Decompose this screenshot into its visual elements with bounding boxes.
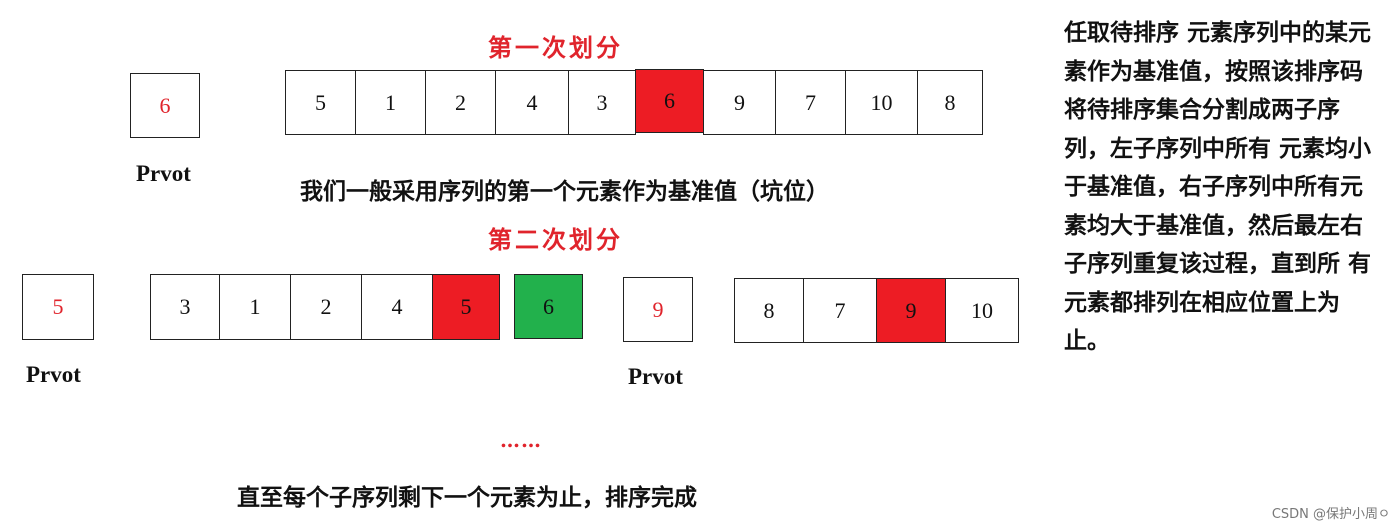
first-seq-cell-1: 5 <box>285 70 356 135</box>
left-pivot-label: Prvot <box>26 362 81 387</box>
first-seq-cell-3: 2 <box>425 70 496 135</box>
first-seq-cell-5: 3 <box>568 70 636 135</box>
left-seq-cell-2: 1 <box>219 274 291 340</box>
first-seq-cell-2: 1 <box>355 70 426 135</box>
first-seq-cell-4: 4 <box>495 70 569 135</box>
right-pivot-box: 9 <box>623 277 693 342</box>
left-seq-cell-1: 3 <box>150 274 220 340</box>
first-seq-cell-8: 7 <box>775 70 846 135</box>
ellipsis: …… <box>500 428 542 452</box>
right-pivot-label: Prvot <box>628 364 683 389</box>
right-seq-cell-4: 10 <box>945 278 1019 343</box>
left-seq-cell-3: 2 <box>290 274 362 340</box>
first-caption: 我们一般采用序列的第一个元素作为基准值（坑位） <box>300 178 829 205</box>
conclusion-text: 直至每个子序列剩下一个元素为止，排序完成 <box>237 484 697 511</box>
left-seq-cell-pivot: 5 <box>432 274 500 340</box>
right-seq-cell-2: 7 <box>803 278 877 343</box>
right-seq-cell-pivot: 9 <box>876 278 946 343</box>
first-seq-cell-10: 8 <box>917 70 983 135</box>
right-seq-cell-1: 8 <box>734 278 804 343</box>
explanation-text: 任取待排序 元素序列中的某元素作为基准值，按照该排序码将待排序集合分割成两子序列… <box>1064 19 1372 354</box>
first-seq-cell-7: 9 <box>703 70 776 135</box>
first-seq-cell-pivot: 6 <box>635 69 704 133</box>
second-partition-title: 第二次划分 <box>488 225 623 254</box>
left-seq-cell-4: 4 <box>361 274 433 340</box>
left-pivot-box: 5 <box>22 274 94 340</box>
first-pivot-box: 6 <box>130 73 200 138</box>
placed-pivot-box: 6 <box>514 274 583 339</box>
first-seq-cell-9: 10 <box>845 70 918 135</box>
first-pivot-label: Prvot <box>136 161 191 186</box>
watermark: CSDN @保护小周ㅇ <box>1271 507 1390 522</box>
first-partition-title: 第一次划分 <box>488 33 623 62</box>
